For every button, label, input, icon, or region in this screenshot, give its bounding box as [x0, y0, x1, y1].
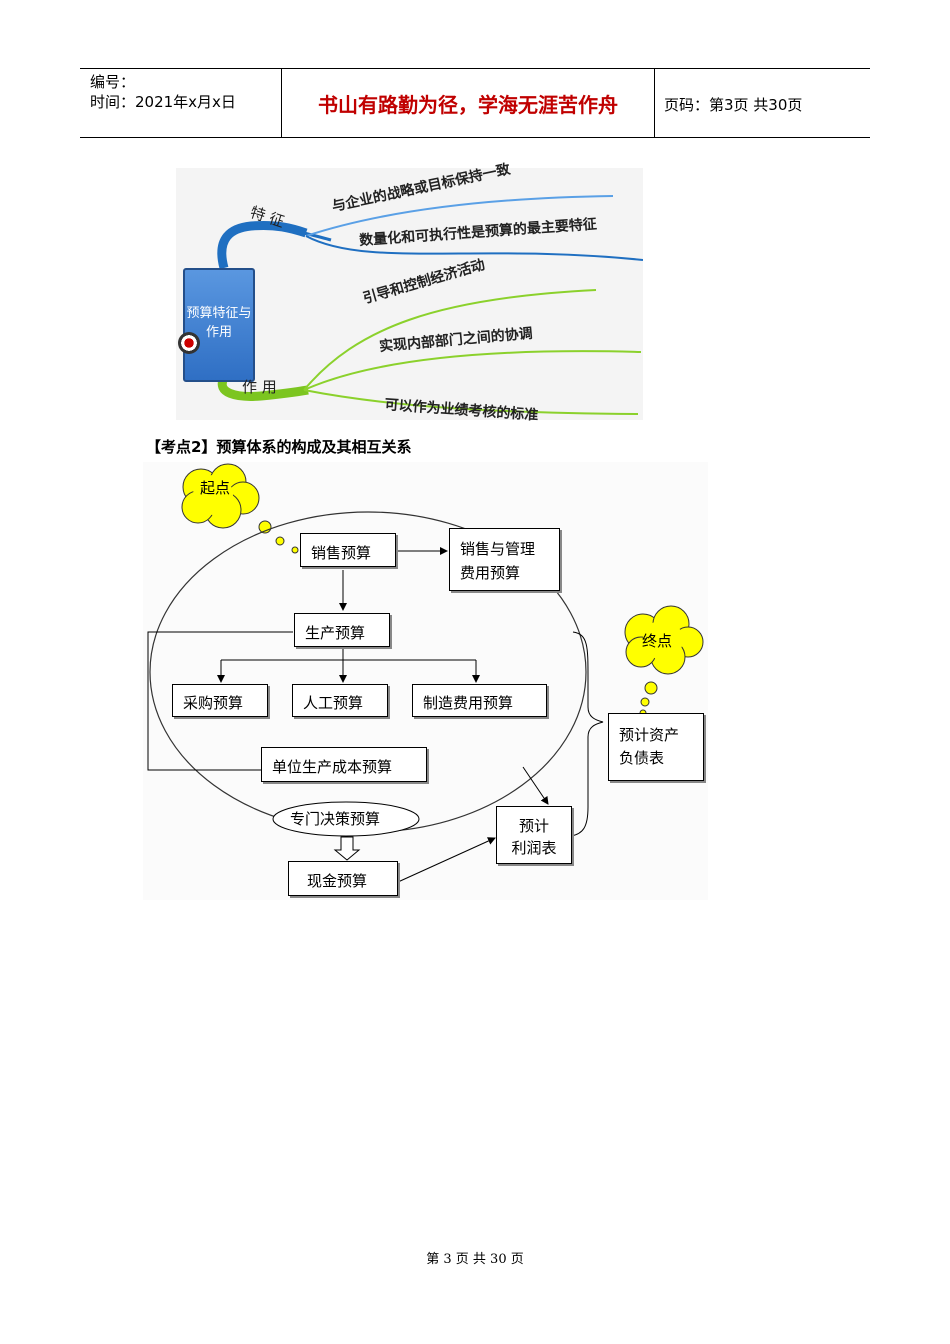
arrow-cash-to-income — [397, 837, 496, 883]
flow-connectors — [147, 463, 704, 883]
unit-cost-budget-box: 单位生产成本预算 — [261, 747, 427, 782]
start-label: 起点 — [200, 479, 231, 497]
budget-flow-diagram: 起点 终点 销售预算 销售与管理 费用预算 生产预算 采购预算 人工预算 制造费… — [143, 462, 708, 900]
green-branch-trunk — [217, 375, 309, 401]
income-statement-box: 预计 利润表 — [496, 806, 572, 864]
selling-admin-budget-box: 销售与管理 费用预算 — [449, 528, 560, 591]
blue-sub-1 — [305, 195, 614, 237]
line-production-to-unitcost — [147, 631, 293, 771]
branch-label-functions: 作 用 — [242, 378, 277, 396]
blue-branch-trunk — [217, 221, 308, 270]
header-motto-cell: 书山有路勤为径，学海无涯苦作舟 — [281, 69, 655, 137]
labor-budget-label: 人工预算 — [303, 694, 364, 712]
overhead-budget-box: 制造费用预算 — [412, 684, 547, 717]
end-cloud — [624, 605, 704, 717]
cash-budget-label: 现金预算 — [307, 872, 368, 890]
balance-sheet-line-1: 预计资产 — [619, 726, 680, 744]
cash-budget-box: 现金预算 — [288, 861, 398, 896]
start-cloud — [181, 463, 299, 554]
overhead-budget-label: 制造费用预算 — [423, 694, 514, 712]
sales-budget-box: 销售预算 — [300, 533, 396, 567]
page-header: 编号： 时间：2021年x月x日 书山有路勤为径，学海无涯苦作舟 页码：第3页 … — [80, 68, 870, 138]
time-label: 时间：2021年x月x日 — [90, 93, 236, 111]
green-sub-1 — [303, 289, 597, 391]
header-left-cell: 编号： 时间：2021年x月x日 — [80, 69, 280, 137]
center-node-label: 预算特征与作用 — [186, 306, 252, 340]
income-statement-line-2: 利润表 — [511, 839, 557, 857]
production-budget-label: 生产预算 — [305, 624, 366, 642]
mindmap-figure: 预算特征与作用 特 征 作 用 与企业的战略或目标保持一致 数量化和可执行性是预… — [176, 162, 643, 424]
target-icon — [178, 332, 200, 354]
selling-admin-line-1: 销售与管理 — [460, 540, 536, 558]
blue-branch-line — [303, 231, 332, 242]
page-info: 页码：第3页 共30页 — [664, 96, 803, 114]
hollow-arrow-to-cash — [333, 836, 361, 861]
selling-admin-line-2: 费用预算 — [460, 564, 521, 582]
mindmap-branches — [217, 195, 643, 415]
end-label: 终点 — [642, 632, 673, 650]
center-node: 预算特征与作用 — [183, 268, 255, 382]
section-heading: 【考点2】预算体系的构成及其相互关系 — [146, 438, 412, 456]
labor-budget-box: 人工预算 — [292, 684, 388, 717]
page-footer: 第 3 页 共 30 页 — [426, 1252, 524, 1267]
special-decision-label: 专门决策预算 — [290, 810, 381, 828]
purchase-budget-box: 采购预算 — [172, 684, 268, 717]
special-decision-ellipse — [272, 801, 420, 837]
income-statement-line-1: 预计 — [518, 817, 549, 835]
header-right-cell: 页码：第3页 共30页 — [654, 69, 870, 137]
purchase-budget-label: 采购预算 — [183, 694, 244, 712]
sales-budget-label: 销售预算 — [311, 544, 372, 562]
balance-sheet-box: 预计资产 负债表 — [608, 713, 704, 781]
motto: 书山有路勤为径，学海无涯苦作舟 — [318, 93, 618, 117]
unit-cost-budget-label: 单位生产成本预算 — [272, 758, 393, 776]
arrow-ellipse-to-income — [522, 766, 549, 805]
green-sub-3 — [303, 389, 639, 415]
blue-sub-2 — [305, 235, 643, 261]
number-label: 编号： — [90, 73, 136, 91]
green-sub-2 — [303, 350, 642, 391]
brace — [570, 631, 604, 837]
balance-sheet-line-2: 负债表 — [619, 749, 665, 767]
production-budget-box: 生产预算 — [294, 613, 390, 647]
